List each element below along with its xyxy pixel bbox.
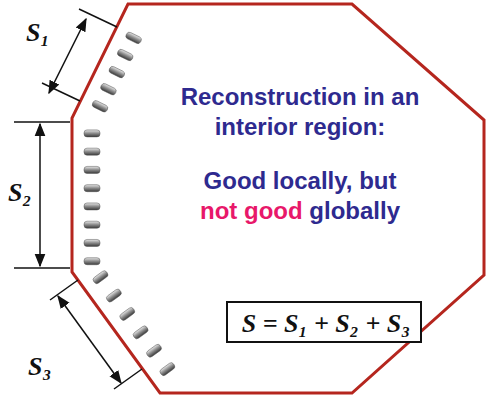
extension-line [14,121,70,123]
dimension-arrow [58,296,121,383]
detector-element [84,203,100,210]
detector-element [92,270,109,285]
detector-element [159,362,176,377]
detector-array [84,31,176,376]
extension-line [79,9,117,27]
detector-element [84,221,100,228]
detector-element [84,258,100,265]
detector-element [108,65,125,78]
octagon-boundary [72,4,484,393]
detector-element [125,31,142,44]
dimension-arrow [49,19,86,93]
extension-line [14,267,70,269]
detector-element [132,325,149,340]
detector-element [84,185,100,192]
detector-element [100,83,117,96]
detector-element [145,343,162,358]
dimension-arrow [39,124,41,266]
detector-element [91,100,108,113]
dimension-label: S₁ [26,18,50,48]
detector-element [84,239,100,246]
detector-element [117,48,134,61]
note-emphasis: not good [200,197,303,224]
formula-text: S = S₁ + S₂ + S₃ [242,309,406,339]
heading-note: Reconstruction in an interior region: [160,82,440,142]
dimension-label: S₃ [28,352,52,382]
note-line: not goodglobally [200,196,400,226]
detector-element [105,288,122,303]
detector-element [84,148,100,155]
extension-line [50,280,78,300]
dimension-label: S₂ [8,178,32,208]
detector-element [84,166,100,173]
extension-line [42,83,80,101]
note-text: globally [309,197,400,224]
dimension-lines [14,9,142,389]
note-text: Good locally, but [204,166,397,196]
detector-element [119,306,136,321]
formula-box: S = S₁ + S₂ + S₃ [226,301,422,343]
detector-element [84,130,100,137]
